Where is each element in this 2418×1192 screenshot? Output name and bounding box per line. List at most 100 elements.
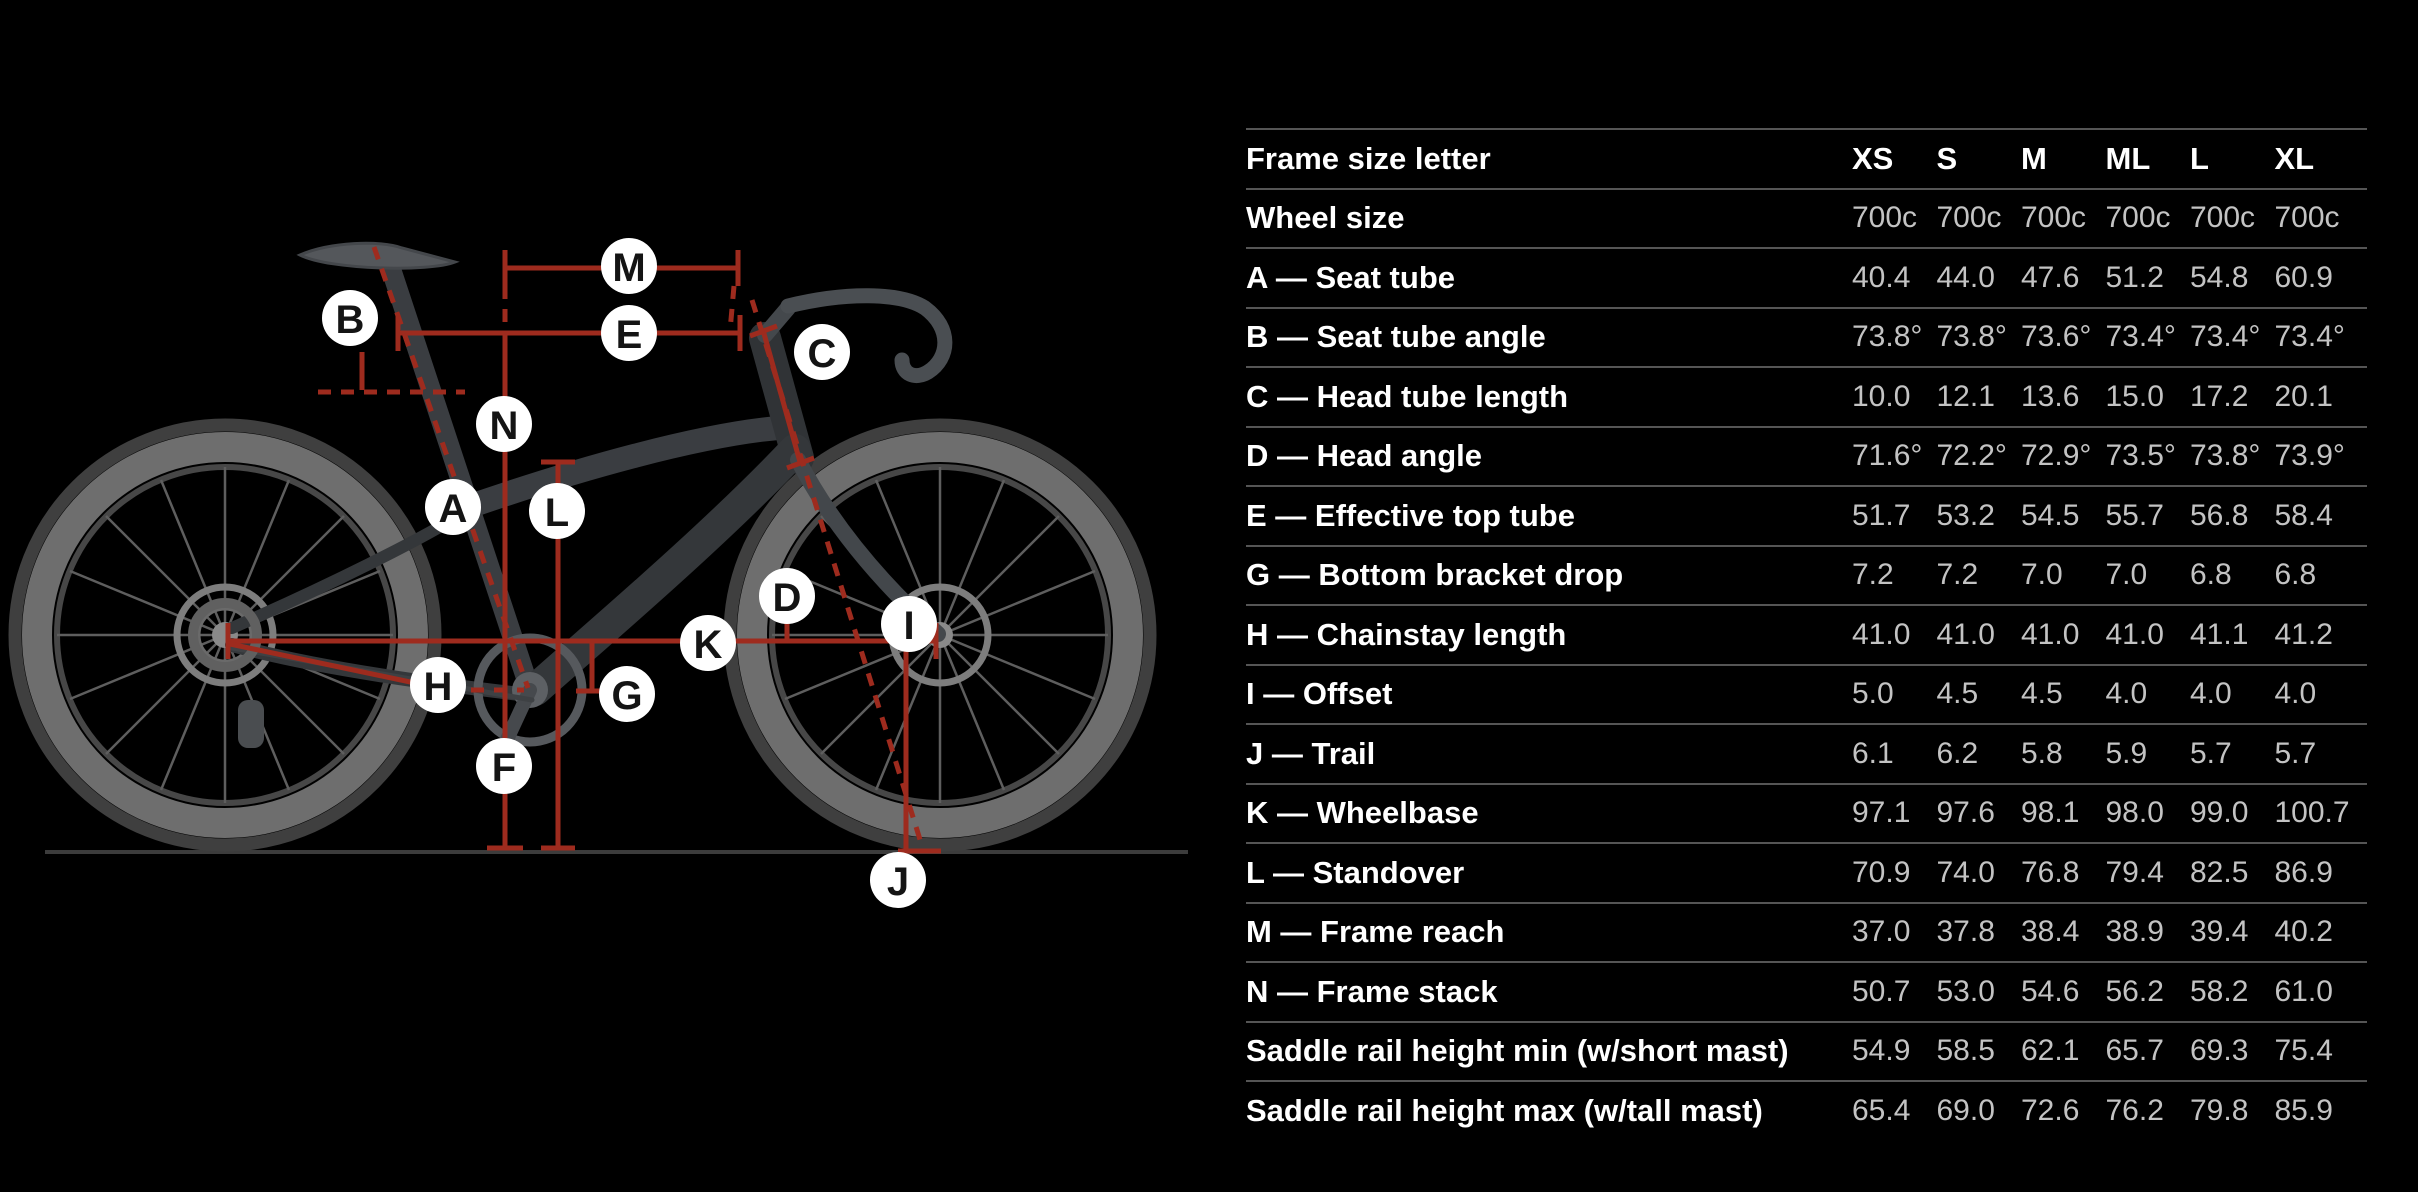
column-header-xs: XS <box>1852 140 1894 176</box>
cell-value: 6.8 <box>2190 558 2232 592</box>
cell-value: 70.9 <box>1852 855 1911 889</box>
cell-value: 6.8 <box>2274 558 2317 592</box>
svg-text:I: I <box>903 604 914 648</box>
diagram-label-F: F <box>476 738 532 794</box>
svg-text:K: K <box>694 623 723 667</box>
cell-value: 5.0 <box>1852 677 1894 711</box>
table-row: C — Head tube length 10.0 12.1 13.6 15.0… <box>1246 366 2367 426</box>
column-header-m: M <box>2021 140 2047 176</box>
cell-value: 58.5 <box>1936 1034 1995 1068</box>
cell-value: 37.8 <box>1936 915 1995 949</box>
row-label: K — Wheelbase <box>1246 795 1479 831</box>
cell-value: 73.9° <box>2274 439 2345 473</box>
row-label: J — Trail <box>1246 735 1376 771</box>
row-label: Wheel size <box>1246 200 1405 236</box>
cell-value: 5.8 <box>2021 736 2063 770</box>
cell-value: 53.2 <box>1936 498 1995 532</box>
cell-value: 72.9° <box>2021 439 2092 473</box>
row-label: E — Effective top tube <box>1246 497 1575 533</box>
table-row: D — Head angle 71.6° 72.2° 72.9° 73.5° 7… <box>1246 425 2367 486</box>
cell-value: 73.4° <box>2190 320 2261 354</box>
table-row: L — Standover 70.9 74.0 76.8 79.4 82.5 8… <box>1246 842 2367 902</box>
table-row: A — Seat tube 40.4 44.0 47.6 51.2 54.8 6… <box>1246 247 2367 307</box>
cell-value: 97.1 <box>1852 796 1911 830</box>
cell-value: 38.4 <box>2021 915 2080 949</box>
cell-value: 73.6° <box>2021 320 2092 354</box>
cell-value: 99.0 <box>2190 796 2249 830</box>
diagram-label-L: L <box>529 483 585 539</box>
cell-value: 41.0 <box>1936 617 1995 651</box>
cell-value: 73.8° <box>1936 320 2007 354</box>
cell-value: 4.5 <box>2021 677 2063 711</box>
cell-value: 71.6° <box>1852 439 1923 473</box>
cell-value: 73.8° <box>2190 439 2261 473</box>
column-header-s: S <box>1936 140 1958 176</box>
diagram-label-I: I <box>881 596 937 652</box>
cell-value: 98.0 <box>2105 796 2164 830</box>
cell-value: 13.6 <box>2021 379 2080 413</box>
cell-value: 62.1 <box>2021 1034 2080 1068</box>
cell-value: 73.4° <box>2105 320 2176 354</box>
svg-text:F: F <box>492 746 516 790</box>
cell-value: 56.8 <box>2190 498 2249 532</box>
row-label: Saddle rail height max (w/tall mast) <box>1246 1092 1763 1128</box>
cell-value: 700c <box>2105 201 2171 235</box>
row-label: Saddle rail height min (w/short mast) <box>1246 1033 1789 1069</box>
cell-value: 74.0 <box>1936 855 1995 889</box>
table-row: Wheel size 700c 700c 700c 700c 700c 700c <box>1246 187 2367 248</box>
row-label: N — Frame stack <box>1246 973 1498 1009</box>
cell-value: 41.2 <box>2274 617 2333 651</box>
diagram-label-E: E <box>601 305 657 361</box>
cell-value: 4.0 <box>2274 677 2317 711</box>
cell-value: 4.0 <box>2190 677 2232 711</box>
cell-value: 76.2 <box>2105 1093 2164 1127</box>
cell-value: 55.7 <box>2105 498 2164 532</box>
cell-value: 51.2 <box>2105 260 2164 294</box>
cell-value: 85.9 <box>2274 1093 2333 1127</box>
cell-value: 65.4 <box>1852 1093 1911 1127</box>
diagram-label-N: N <box>476 396 532 452</box>
column-header-l: L <box>2190 140 2209 176</box>
cell-value: 73.5° <box>2105 439 2176 473</box>
diagram-label-A: A <box>425 479 481 535</box>
cell-value: 15.0 <box>2105 379 2164 413</box>
svg-text:G: G <box>611 674 642 718</box>
table-row: G — Bottom bracket drop 7.2 7.2 7.0 7.0 … <box>1246 544 2367 605</box>
diagram-label-K: K <box>680 615 736 671</box>
svg-text:E: E <box>616 313 643 357</box>
cell-value: 53.0 <box>1936 974 1995 1008</box>
table-header-row: Frame size letter XS S M ML L XL <box>1246 128 2367 188</box>
table-row: K — Wheelbase 97.1 97.6 98.1 98.0 99.0 1… <box>1246 782 2367 843</box>
cell-value: 44.0 <box>1936 260 1995 294</box>
table-row: B — Seat tube angle 73.8° 73.8° 73.6° 73… <box>1246 306 2367 367</box>
cell-value: 76.8 <box>2021 855 2080 889</box>
cell-value: 41.0 <box>1852 617 1911 651</box>
cell-value: 5.7 <box>2274 736 2317 770</box>
cell-value: 4.0 <box>2105 677 2148 711</box>
cell-value: 7.0 <box>2021 558 2063 592</box>
cell-value: 37.0 <box>1852 915 1911 949</box>
table-row: Saddle rail height max (w/tall mast) 65.… <box>1246 1080 2367 1140</box>
cell-value: 60.9 <box>2274 260 2333 294</box>
cell-value: 700c <box>2190 201 2256 235</box>
cell-value: 65.7 <box>2105 1034 2164 1068</box>
cell-value: 75.4 <box>2274 1034 2333 1068</box>
cell-value: 58.2 <box>2190 974 2249 1008</box>
cell-value: 40.2 <box>2274 915 2333 949</box>
cell-value: 100.7 <box>2274 796 2350 830</box>
cell-value: 700c <box>2274 201 2340 235</box>
cell-value: 47.6 <box>2021 260 2080 294</box>
svg-text:A: A <box>439 487 468 531</box>
cell-value: 51.7 <box>1852 498 1911 532</box>
row-label: I — Offset <box>1246 676 1393 712</box>
table-row: M — Frame reach 37.0 37.8 38.4 38.9 39.4… <box>1246 901 2367 962</box>
cell-value: 700c <box>1936 201 2002 235</box>
diagram-label-G: G <box>599 666 655 722</box>
table-row: E — Effective top tube 51.7 53.2 54.5 55… <box>1246 485 2367 545</box>
cell-value: 50.7 <box>1852 974 1911 1008</box>
diagram-label-M: M <box>601 238 657 294</box>
cell-value: 20.1 <box>2274 379 2333 413</box>
